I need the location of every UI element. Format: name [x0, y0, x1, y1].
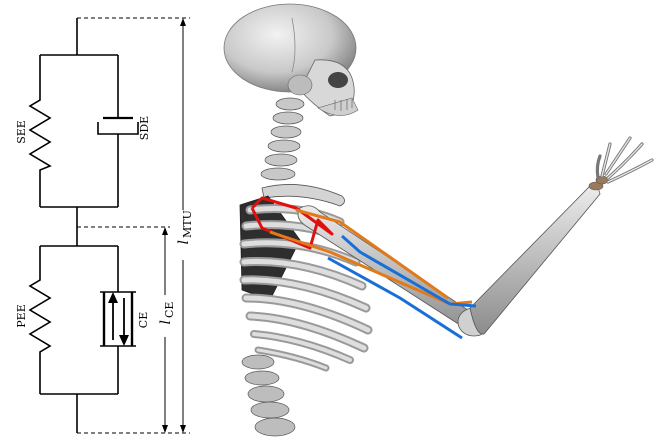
- l-ce-arrowhead-bottom: [162, 425, 168, 433]
- see-label: SEE: [15, 120, 28, 144]
- forearm: [470, 186, 600, 334]
- skeleton-illustration: [224, 4, 652, 436]
- pee-label: PEE: [15, 304, 28, 327]
- l-ce-arrowhead-top: [162, 227, 168, 235]
- l-ce-label-main: l: [158, 320, 174, 324]
- sde-label: SDE: [138, 116, 151, 140]
- dimension-markers: [77, 18, 190, 433]
- l-mtu-label-sub: MTU: [181, 210, 194, 238]
- see-spring: [30, 55, 50, 207]
- cervical-spine: [261, 98, 304, 180]
- pee-spring: [30, 246, 50, 394]
- sde-damper: [98, 55, 138, 207]
- l-ce-label-sub: CE: [163, 302, 176, 318]
- muscle-circuit-diagram: [30, 18, 138, 433]
- ce-label: CE: [137, 312, 150, 328]
- l-mtu-arrowhead-top: [180, 18, 186, 26]
- ce-element: [100, 246, 136, 394]
- l-mtu-label-main: l: [176, 240, 192, 244]
- l-mtu-arrowhead-bottom: [180, 425, 186, 433]
- lower-spine: [242, 355, 295, 436]
